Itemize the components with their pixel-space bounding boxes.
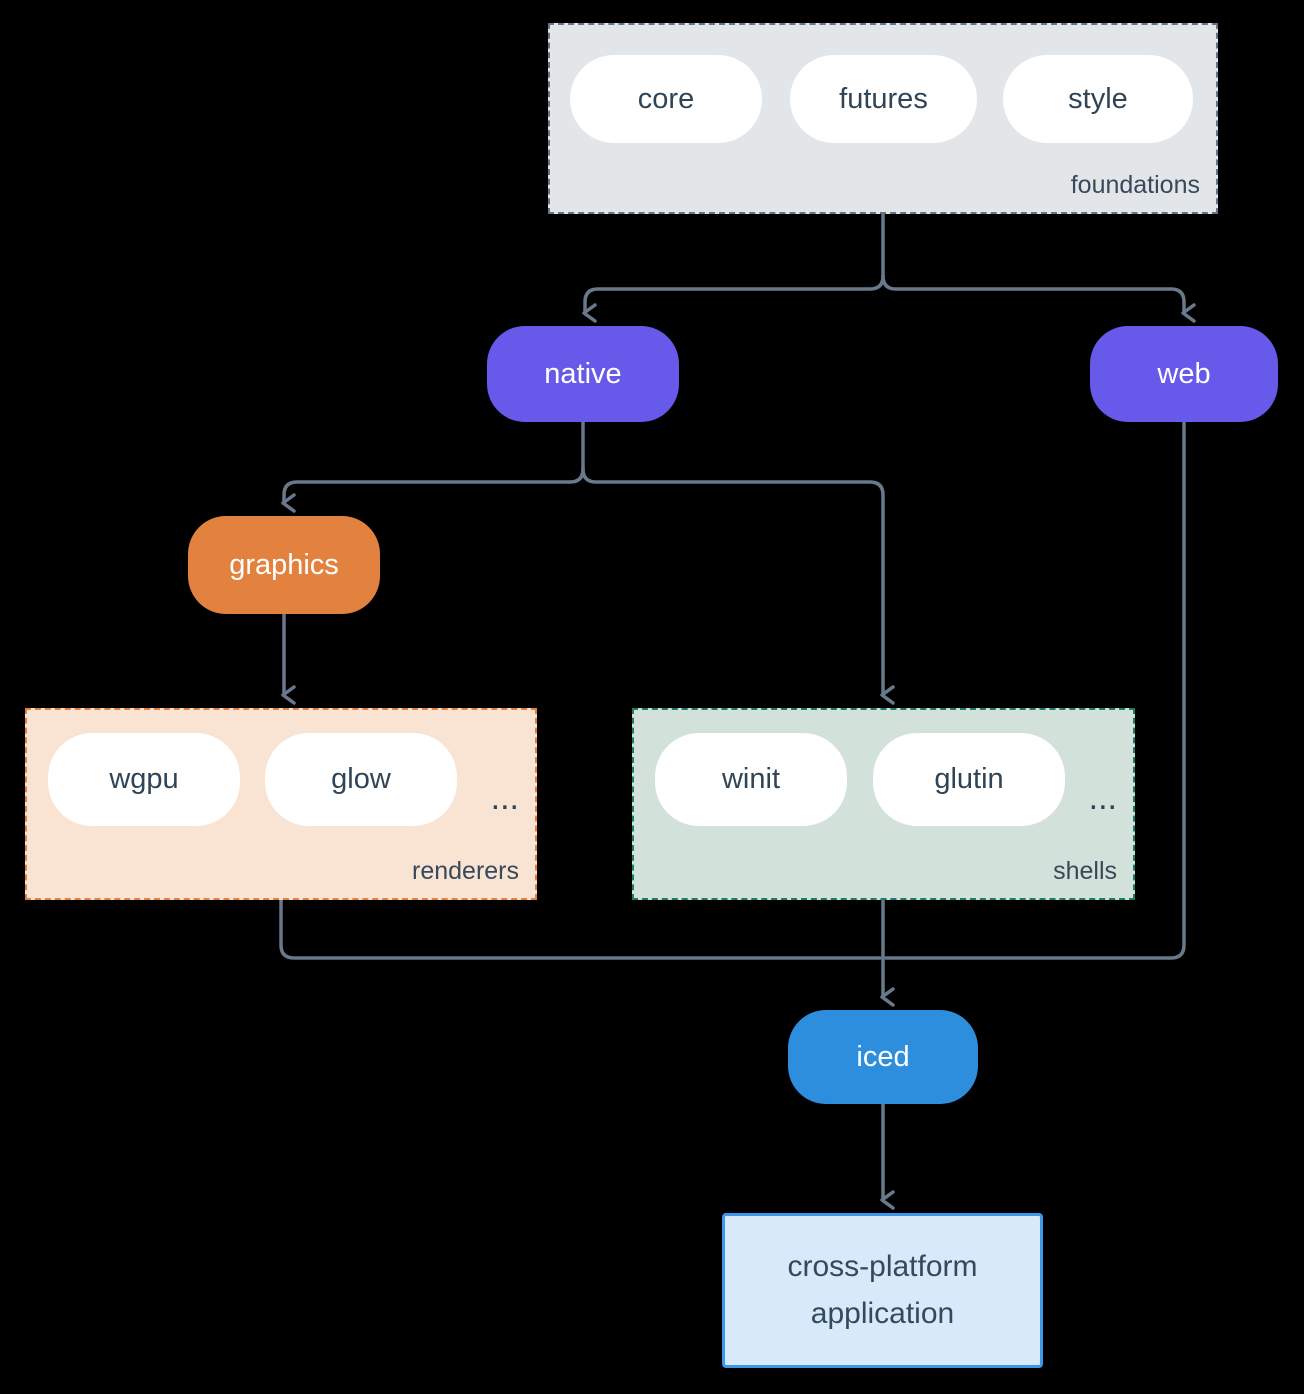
node-style: style [1003,55,1193,143]
group-renderers: wgpu glow ... renderers [25,708,537,900]
edge-renderers-join [279,898,882,960]
node-cross-platform-application: cross-platform application [722,1213,1043,1368]
node-native: native [487,326,679,422]
node-futures: futures [790,55,977,143]
shells-label: shells [1053,857,1117,885]
node-graphics: graphics [188,516,380,614]
node-glow: glow [265,733,457,826]
renderers-label: renderers [412,857,519,885]
shells-ellipsis: ... [1088,779,1117,817]
edge-native-graphics [281,467,585,513]
edge-foundations-web [881,274,1196,323]
node-wgpu: wgpu [48,733,240,826]
node-iced: iced [788,1010,978,1104]
edge-native-shells [581,467,895,705]
renderers-ellipsis: ... [490,779,519,817]
edge-web-join [884,420,1186,960]
edge-foundations-native [582,274,885,323]
group-shells: winit glutin ... shells [632,708,1135,900]
group-foundations: core futures style foundations [548,23,1218,214]
node-core: core [570,55,762,143]
node-glutin: glutin [873,733,1065,826]
foundations-label: foundations [1070,171,1200,199]
node-winit: winit [655,733,847,826]
node-web: web [1090,326,1278,422]
